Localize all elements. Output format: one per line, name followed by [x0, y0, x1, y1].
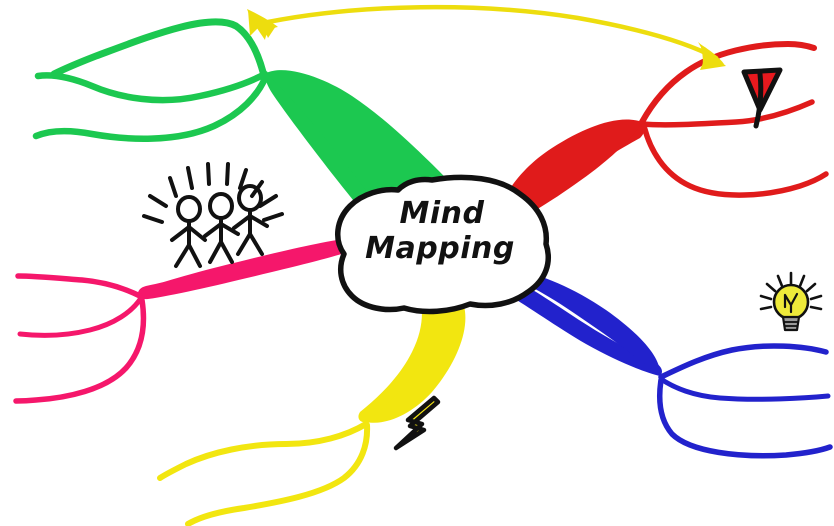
red-sub-branch-1 — [639, 40, 817, 125]
stick-figures-icon — [142, 162, 284, 268]
lightbulb-icon — [759, 271, 823, 332]
stick-figure-right — [232, 184, 269, 256]
blue-sub-branch-1 — [658, 343, 829, 380]
lightbulb-base — [781, 315, 801, 332]
pink-branch[interactable] — [13, 237, 360, 404]
pink-sub-branch-2 — [17, 295, 144, 338]
green-sub-branch-3 — [32, 72, 270, 142]
pink-trunk-belly — [139, 237, 360, 300]
blue-trunk — [496, 276, 662, 376]
green-sub-branch-2 — [34, 70, 269, 104]
flag-pole — [753, 71, 764, 129]
lightning-bolt-icon — [393, 395, 441, 451]
blue-sub-branch-3 — [657, 377, 833, 459]
pink-sub-branch-3 — [13, 297, 147, 404]
flag-icon — [741, 67, 783, 129]
arrow-arc-line — [265, 4, 719, 61]
lightbulb-filament — [783, 292, 799, 314]
yellow-sub-branch-2 — [185, 422, 371, 526]
lightning-bolt-shape — [393, 395, 441, 451]
lightbulb-glass — [772, 283, 810, 321]
yellow-trunk-belly — [366, 286, 466, 423]
center-bubble[interactable] — [335, 174, 551, 315]
yellow-sub-branch-1 — [157, 421, 369, 481]
yellow-double-arrow[interactable] — [247, 4, 726, 70]
center-bubble-shape — [335, 174, 551, 315]
red-branch[interactable] — [497, 40, 829, 227]
lightbulb-rays — [759, 271, 823, 311]
pink-sub-branch-1 — [15, 273, 143, 299]
arrow-head-left-fill — [247, 9, 278, 40]
stick-figure-left — [170, 195, 207, 268]
arrow-head-right-2 — [698, 42, 726, 70]
stick-figure-middle — [203, 192, 240, 264]
green-sub-branch-1 — [50, 18, 267, 78]
red-sub-branch-3 — [641, 123, 829, 198]
blue-sub-branch-2 — [658, 376, 831, 402]
red-trunk-belly — [497, 119, 642, 227]
stick-figures-rays — [142, 162, 284, 224]
red-sub-branch-2 — [640, 99, 815, 128]
